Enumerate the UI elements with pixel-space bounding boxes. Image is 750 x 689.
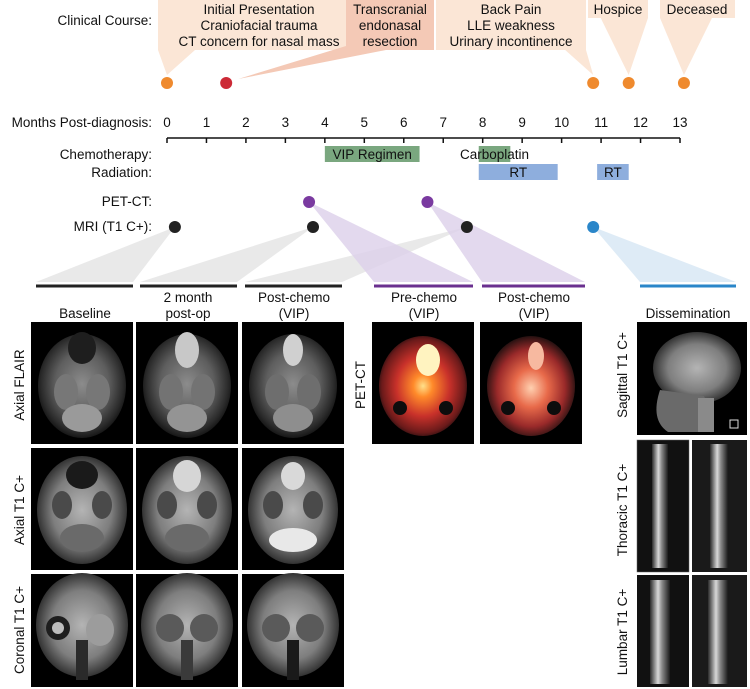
radiation-bar (597, 164, 629, 180)
event-dot (161, 77, 173, 89)
event-callout-text: Hospice (594, 2, 643, 17)
column-header-post-chemo-line1: Post-chemo (258, 290, 330, 305)
axis-tick-label: 6 (400, 115, 408, 130)
petct-scan-dot (421, 196, 434, 208)
months-axis-label: Months Post-diagnosis: (12, 115, 152, 130)
axis-tick-label: 1 (203, 115, 211, 130)
axis-tick-label: 8 (479, 115, 487, 130)
column-header-post-chemo-pet-line2: (VIP) (519, 306, 550, 321)
mri-sagittal-t1-dissemination (637, 322, 747, 435)
event-dots (161, 77, 690, 89)
clinical-course-label: Clinical Course: (57, 13, 152, 28)
event-callout-text: Craniofacial trauma (200, 18, 318, 33)
chemotherapy-bar-label: Carboplatin (460, 147, 529, 162)
axis-tick-label: 7 (439, 115, 447, 130)
axis-tick-label: 0 (163, 115, 171, 130)
row-label-coronal-t1: Coronal T1 C+ (12, 586, 27, 674)
mri-label: MRI (T1 C+): (74, 219, 152, 234)
mri-scan-fan (593, 227, 736, 282)
mri-axial-flair-baseline (31, 322, 133, 444)
row-label-thoracic-t1: Thoracic T1 C+ (615, 464, 630, 557)
chemotherapy-label: Chemotherapy: (60, 147, 152, 162)
event-callout-text: Initial Presentation (203, 2, 314, 17)
mri-thoracic-t1-dissemination (636, 439, 747, 573)
event-callout-bg (238, 0, 434, 79)
radiation-bar (478, 164, 558, 180)
mri-scan-dot (587, 221, 600, 233)
mri-axial-flair-post-chemo (242, 322, 344, 444)
mri-axial-t1-post-op (136, 448, 238, 570)
row-label-axial-t1: Axial T1 C+ (12, 475, 27, 545)
column-header-post-op-line2: post-op (165, 306, 210, 321)
row-label-axial-flair: Axial FLAIR (12, 349, 27, 421)
event-callout-text: resection (363, 34, 418, 49)
mri-coronal-t1-post-chemo (242, 573, 344, 687)
event-callout-bg (436, 0, 594, 75)
axis-tick-label: 12 (633, 115, 648, 130)
event-dot (677, 77, 690, 89)
event-callout-bg (660, 0, 735, 75)
axis-tick-label: 10 (554, 115, 569, 130)
event-callout-text: Deceased (667, 2, 728, 17)
event-callout-text: Back Pain (481, 2, 542, 17)
column-header-post-op-line1: 2 month (164, 290, 213, 305)
event-callout-bg (588, 0, 648, 75)
event-callout-bg (158, 0, 360, 75)
radiation-bar-label: RT (604, 165, 622, 180)
mri-axial-t1-post-chemo (242, 448, 344, 570)
mri-coronal-t1-post-op (136, 573, 238, 687)
event-callout-text: LLE weakness (467, 18, 555, 33)
mri-scan-fan (140, 227, 314, 282)
axis-tick-label: 3 (282, 115, 290, 130)
mri-scan-dot (460, 221, 473, 233)
scan-dots (168, 196, 600, 233)
event-dot (622, 77, 635, 89)
radiation-label: Radiation: (91, 165, 152, 180)
column-header-baseline: Baseline (59, 306, 111, 321)
petct-scan-fan (309, 202, 473, 282)
petct-label: PET-CT: (102, 194, 152, 209)
axis-tick-label: 4 (321, 115, 329, 130)
chemotherapy-bar (324, 146, 420, 162)
event-callout-text: Transcranial (353, 2, 427, 17)
event-callout-text: endonasal (359, 18, 421, 33)
chemotherapy-bar (478, 146, 511, 162)
event-callout-text: Urinary incontinence (449, 34, 572, 49)
radiation-bar-label: RT (509, 165, 527, 180)
row-label-petct: PET-CT (353, 361, 368, 409)
axis-tick-label: 5 (361, 115, 369, 130)
column-header-pre-chemo-pet-line1: Pre-chemo (391, 290, 457, 305)
mri-coronal-t1-baseline (31, 573, 133, 687)
petct-post-chemo-image (480, 322, 582, 444)
mri-scan-dot (307, 221, 320, 233)
mri-lumbar-t1-dissemination (637, 575, 747, 687)
petct-pre-chemo-image (372, 322, 474, 444)
event-callout-text: CT concern for nasal mass (178, 34, 339, 49)
column-header-pre-chemo-pet-line2: (VIP) (409, 306, 440, 321)
mri-axial-t1-baseline (31, 448, 133, 570)
event-dot (220, 77, 233, 89)
column-header-post-chemo-line2: (VIP) (279, 306, 310, 321)
mri-scan-fan (36, 227, 175, 282)
scan-fans (36, 202, 736, 282)
column-header-dissemination: Dissemination (646, 306, 731, 321)
axis-tick-label: 2 (242, 115, 250, 130)
row-label-lumbar-t1: Lumbar T1 C+ (615, 589, 630, 676)
column-header-post-chemo-pet-line1: Post-chemo (498, 290, 570, 305)
axis-tick-label: 11 (594, 115, 608, 130)
mri-scan-dot (168, 221, 181, 233)
petct-scan-dot (303, 196, 316, 208)
mri-axial-flair-post-op (136, 322, 238, 444)
petct-scan-fan (427, 202, 585, 282)
chemotherapy-bar-label: VIP Regimen (333, 147, 412, 162)
axis-tick-label: 9 (518, 115, 526, 130)
event-dot (587, 77, 600, 89)
axis-tick-label: 13 (672, 115, 687, 130)
row-label-sagittal-t1: Sagittal T1 C+ (615, 332, 630, 418)
